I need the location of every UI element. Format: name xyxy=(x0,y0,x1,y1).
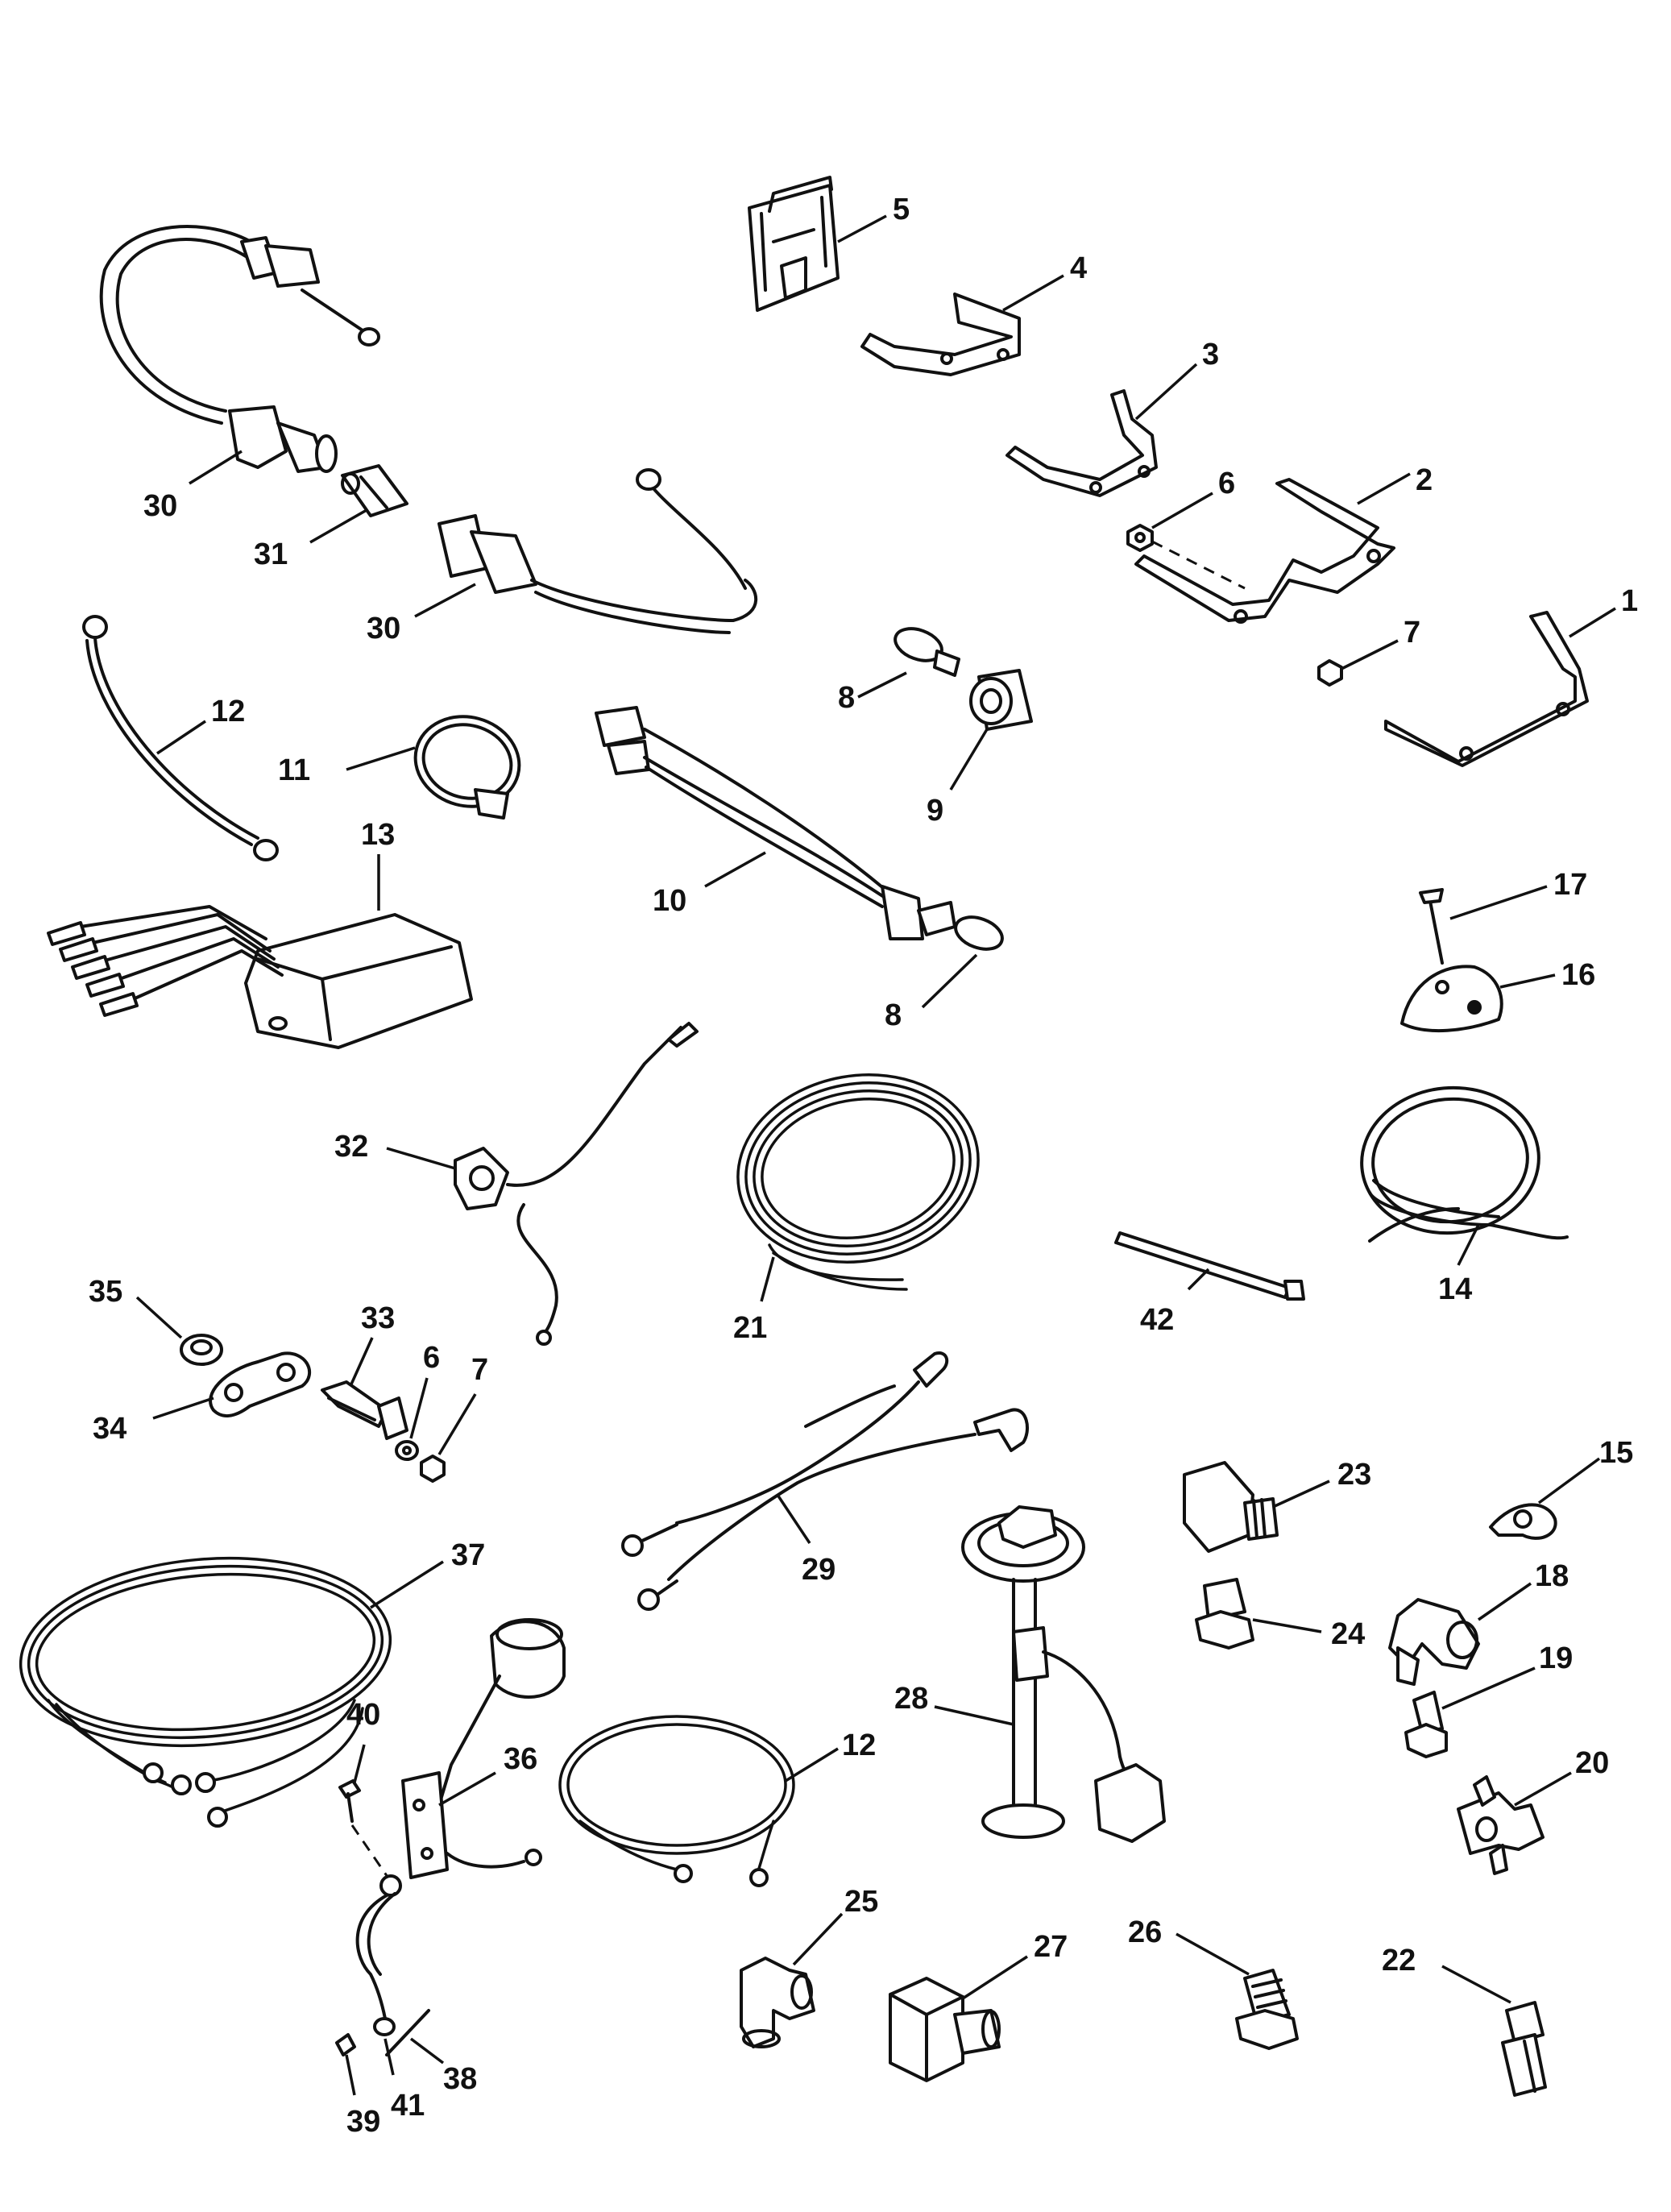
part-18-elbow xyxy=(1388,1598,1480,1686)
callout-8-lower: 8 xyxy=(885,998,902,1032)
callout-6-upper: 6 xyxy=(1218,467,1235,500)
part-12-lead-lower xyxy=(558,1715,795,1887)
part-22-connector xyxy=(1501,2001,1547,2097)
part-6-nut-upper xyxy=(1126,524,1246,590)
part-3-clamp xyxy=(1006,389,1158,497)
part-12-strap-upper xyxy=(82,615,279,861)
part-35-grommet xyxy=(180,1334,223,1366)
callout-36: 36 xyxy=(504,1742,537,1776)
part-5-bracket xyxy=(748,176,840,312)
part-8-bulb-upper xyxy=(894,627,960,677)
part-26-fitting xyxy=(1235,1969,1299,2050)
callout-29: 29 xyxy=(802,1553,836,1587)
part-34-plate xyxy=(209,1351,312,1417)
part-42-cable-tie xyxy=(1114,1231,1305,1301)
callout-2: 2 xyxy=(1416,463,1433,497)
callout-9: 9 xyxy=(927,794,943,828)
part-39-screw xyxy=(335,2033,356,2056)
part-38-ground-lead xyxy=(355,1874,430,2056)
callout-12-lower: 12 xyxy=(842,1729,876,1762)
part-31-fuse xyxy=(341,464,408,517)
part-21-coiled-wire xyxy=(736,1073,980,1291)
callout-34: 34 xyxy=(93,1412,126,1446)
part-24-plug xyxy=(1195,1578,1254,1650)
callout-11: 11 xyxy=(278,753,310,787)
callout-28: 28 xyxy=(894,1682,928,1716)
part-36-float-sender xyxy=(401,1618,566,1879)
part-30-lead-upper xyxy=(99,225,380,473)
part-33-switch xyxy=(321,1380,408,1440)
part-40-screw xyxy=(338,1779,392,1882)
callout-7-lower: 7 xyxy=(471,1353,488,1387)
callout-30-upper: 30 xyxy=(143,489,177,523)
part-32-sender xyxy=(454,1022,699,1346)
callout-31: 31 xyxy=(254,537,288,571)
part-25-elbow xyxy=(740,1957,815,2048)
part-41-washer xyxy=(373,2017,396,2036)
callout-20: 20 xyxy=(1575,1746,1609,1780)
callout-14: 14 xyxy=(1438,1272,1472,1306)
callout-12-upper: 12 xyxy=(211,695,245,728)
part-29-harness xyxy=(621,1351,1029,1611)
callout-3: 3 xyxy=(1202,338,1219,371)
part-37-harness-coil xyxy=(19,1556,392,1828)
callout-23: 23 xyxy=(1337,1458,1371,1492)
callout-25: 25 xyxy=(844,1885,878,1919)
part-4-clamp xyxy=(860,293,1021,376)
callout-26: 26 xyxy=(1128,1915,1162,1949)
callout-5: 5 xyxy=(893,193,910,226)
part-1-bracket xyxy=(1384,611,1589,767)
part-28-fuel-sender xyxy=(961,1505,1166,1843)
part-17-screw xyxy=(1419,888,1444,965)
part-9-socket xyxy=(969,669,1033,731)
part-19-barb xyxy=(1404,1691,1448,1758)
callout-24: 24 xyxy=(1331,1617,1365,1651)
callout-38: 38 xyxy=(443,2062,477,2096)
callout-27: 27 xyxy=(1034,1930,1068,1964)
callout-40: 40 xyxy=(346,1698,380,1732)
part-15-clip xyxy=(1489,1503,1557,1540)
callout-16: 16 xyxy=(1561,958,1595,992)
part-27-block-fitting xyxy=(889,1977,1001,2082)
part-2-bracket xyxy=(1134,478,1395,624)
part-13-module xyxy=(47,905,473,1049)
callout-32: 32 xyxy=(334,1130,368,1164)
part-7-nut-upper xyxy=(1317,659,1343,687)
callout-4: 4 xyxy=(1070,251,1087,285)
callout-21: 21 xyxy=(733,1311,767,1345)
callout-13: 13 xyxy=(361,818,395,852)
part-23-fitting xyxy=(1183,1461,1279,1553)
callout-7-upper: 7 xyxy=(1404,616,1420,649)
part-14-tubing xyxy=(1360,1085,1569,1243)
callout-8-upper: 8 xyxy=(838,681,855,715)
callout-42: 42 xyxy=(1140,1303,1174,1337)
part-10-lamp-harness xyxy=(595,706,1004,951)
part-30-lead-lower xyxy=(437,468,758,634)
callout-15: 15 xyxy=(1599,1436,1633,1470)
callout-35: 35 xyxy=(89,1275,122,1309)
part-16-cover xyxy=(1400,965,1503,1033)
callout-37: 37 xyxy=(451,1538,485,1572)
part-6-washer-lower xyxy=(395,1440,419,1461)
callout-41: 41 xyxy=(391,2089,425,2123)
callout-33: 33 xyxy=(361,1301,395,1335)
callout-19: 19 xyxy=(1539,1641,1573,1675)
callout-39: 39 xyxy=(346,2105,380,2139)
part-11-tie-clamp xyxy=(413,715,521,820)
callout-6-lower: 6 xyxy=(423,1341,440,1375)
callout-17: 17 xyxy=(1553,868,1587,902)
callout-1: 1 xyxy=(1621,584,1638,618)
part-7-nut-lower xyxy=(420,1455,446,1483)
part-20-tee xyxy=(1457,1775,1545,1875)
callout-10: 10 xyxy=(653,884,686,918)
callout-22: 22 xyxy=(1382,1944,1416,1978)
callout-18: 18 xyxy=(1535,1559,1569,1593)
callout-30-lower: 30 xyxy=(367,612,400,645)
